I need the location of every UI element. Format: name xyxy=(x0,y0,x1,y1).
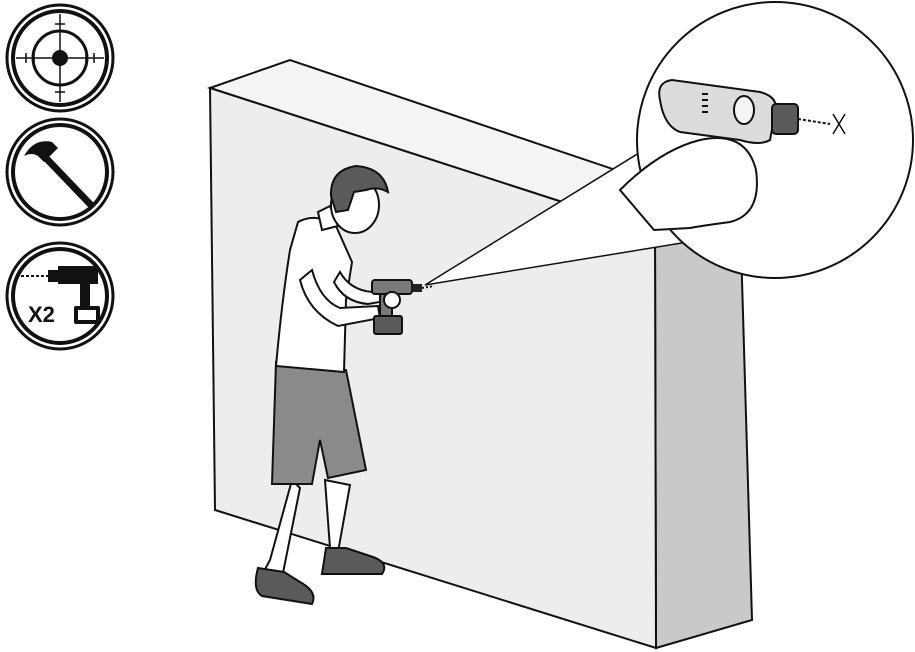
left-shoe xyxy=(256,568,314,604)
drill-battery xyxy=(374,316,402,334)
zoom-detail-circle xyxy=(637,2,913,278)
wall-side xyxy=(655,212,752,648)
